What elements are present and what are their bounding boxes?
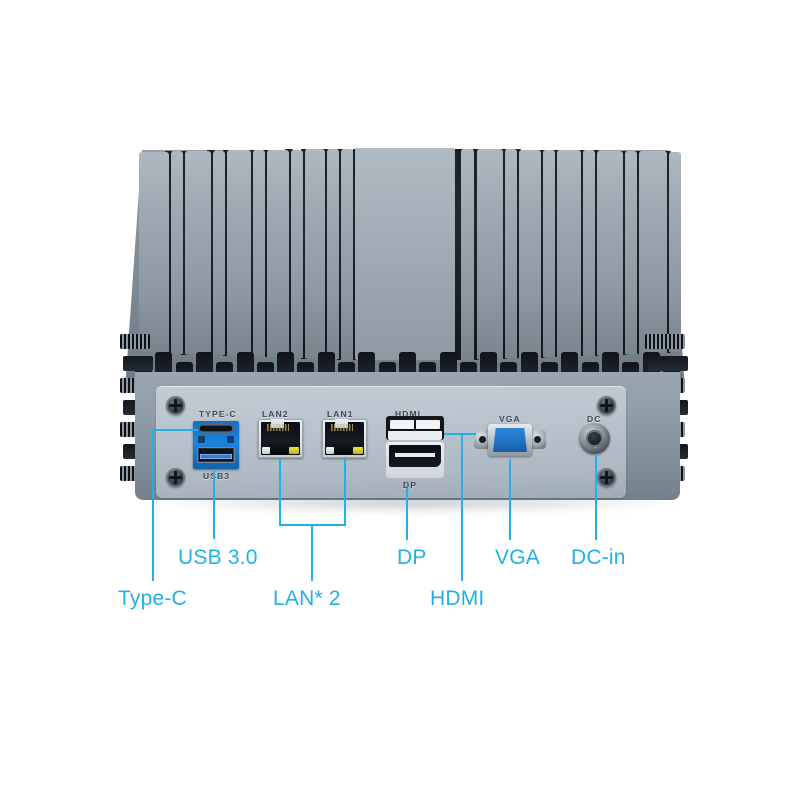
heatsink-fin: [477, 149, 503, 360]
callout-line-lan-stem: [311, 524, 313, 581]
lan2-pins: [267, 424, 289, 431]
callout-line-usb30-v: [213, 471, 215, 539]
silk-lan1: LAN1: [327, 409, 354, 419]
callout-line-dc-v: [595, 454, 597, 540]
dp-port: [386, 442, 444, 478]
lan2-led-left: [262, 447, 270, 454]
dp-cavity: [389, 445, 441, 467]
hdmi-tongue: [390, 420, 440, 429]
dc-spoke-1: [594, 438, 597, 448]
heatsink-fin: [185, 151, 211, 355]
heatsink-fin: [505, 149, 517, 359]
lan2-port: [258, 419, 303, 458]
heatsink-fin: [557, 150, 581, 357]
silk-dp: DP: [403, 480, 418, 490]
callout-line-type-c-v: [152, 429, 154, 581]
silk-usb3: USB3: [203, 471, 231, 481]
video-port-stack: [386, 416, 444, 478]
usb3-port: [197, 447, 235, 463]
screw-top-left: [166, 396, 185, 415]
heatsink-fin: [213, 150, 225, 356]
dc-in-jack: [579, 423, 610, 454]
callout-line-vga-v: [509, 459, 511, 540]
vga-dsub: [493, 428, 527, 452]
silk-lan2: LAN2: [262, 409, 289, 419]
silk-dc: DC: [587, 414, 602, 424]
silk-vga: VGA: [499, 414, 521, 424]
callout-label-usb30: USB 3.0: [178, 546, 258, 569]
callout-label-vga: VGA: [495, 546, 540, 569]
heatsink-fin: [341, 148, 353, 360]
callout-line-lan2-v: [279, 458, 281, 526]
heatsink-fin: [227, 150, 251, 356]
callout-line-dp-v: [406, 488, 408, 540]
callout-label-lan: LAN* 2: [273, 587, 341, 610]
heatsink-fin: [669, 151, 681, 353]
callout-label-type-c: Type-C: [118, 587, 187, 610]
heatsink-fin: [139, 151, 169, 353]
heatsink-fin: [597, 150, 623, 356]
lan2-led-right: [289, 447, 299, 454]
vga-port: [474, 424, 546, 458]
heatsink-fin: [171, 151, 183, 354]
callout-line-lan1-v: [344, 458, 346, 526]
hdmi-port: [386, 416, 444, 440]
heatsink: [125, 140, 685, 390]
callout-label-hdmi: HDMI: [430, 587, 485, 610]
dc-spoke-2: [587, 433, 596, 440]
screw-bottom-right: [597, 468, 616, 487]
callout-label-dp: DP: [397, 546, 427, 569]
heatsink-center-plateau: [355, 148, 455, 360]
heatsink-fin: [543, 149, 555, 358]
lan1-notch: [335, 419, 348, 428]
vent-slot: [645, 334, 685, 349]
hdmi-lip: [388, 431, 442, 440]
heatsink-fin: [291, 149, 303, 358]
vent-slot: [120, 334, 150, 349]
heatsink-fin: [327, 149, 339, 360]
heatsink-fin: [253, 150, 265, 357]
heatsink-fin: [305, 149, 325, 359]
heatsink-fin: [625, 151, 637, 355]
vga-screw-ear-right: [529, 430, 546, 449]
callout-line-hdmi-h: [444, 433, 476, 435]
heatsink-fin: [583, 150, 595, 356]
vga-screw-ear-left: [474, 430, 491, 449]
type-c-port: [198, 424, 234, 433]
vent-block: [123, 356, 153, 371]
silk-typec: TYPE-C: [199, 409, 237, 419]
lan1-led-right: [353, 447, 363, 454]
heatsink-fin: [461, 148, 474, 360]
screw-bottom-left: [166, 468, 185, 487]
screw-top-right: [597, 396, 616, 415]
lan1-led-left: [326, 447, 334, 454]
heatsink-fin: [519, 149, 541, 358]
lan1-port: [322, 419, 367, 458]
silk-hdmi: HDMI: [395, 409, 422, 419]
callout-label-dc-in: DC-in: [571, 546, 626, 569]
heatsink-fin: [267, 149, 289, 358]
lan1-pins: [331, 424, 353, 431]
lan2-notch: [271, 419, 284, 428]
callout-line-type-c-h: [152, 429, 198, 431]
vent-block: [648, 356, 688, 371]
dc-spoke-3: [595, 433, 604, 440]
heatsink-fin: [639, 151, 667, 354]
usb-divider-tabs: [198, 436, 234, 443]
callout-line-hdmi-v: [461, 433, 463, 581]
usb-port-stack: [193, 421, 239, 469]
